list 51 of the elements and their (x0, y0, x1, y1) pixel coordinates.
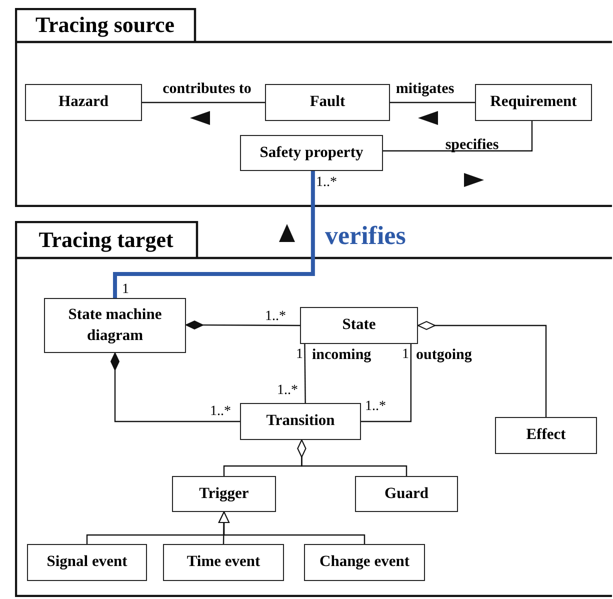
edge-label: verifies (325, 223, 406, 249)
multiplicity-label: 1 (122, 283, 129, 297)
class-box (172, 476, 276, 512)
role-label: outgoing (416, 348, 472, 363)
association-line (383, 121, 533, 152)
association-line (304, 344, 306, 403)
class-box (44, 298, 186, 353)
class-name: Transition (265, 411, 336, 432)
class-box (163, 544, 284, 581)
association-line (113, 171, 315, 298)
association-line (361, 344, 412, 422)
package-frame (15, 221, 612, 597)
class-box (27, 544, 147, 581)
multiplicity-label: 1..* (316, 176, 337, 190)
multiplicity-label: 1..* (265, 310, 286, 324)
class-box (240, 403, 361, 440)
multiplicity-label: 1..* (277, 384, 298, 398)
class-name: Guard (384, 484, 430, 504)
class-box (240, 135, 383, 171)
class-name: Fault (308, 92, 346, 112)
class-box (25, 84, 142, 121)
class-name: Hazard (58, 92, 110, 112)
class-box (300, 307, 418, 344)
multiplicity-label: 1..* (365, 400, 386, 414)
package-frame (15, 8, 612, 207)
class-name: Change event (318, 552, 410, 572)
class-box (495, 417, 597, 454)
multiplicity-label: 1 (402, 348, 409, 362)
class-name: Safety property (258, 142, 364, 163)
edge-label: mitigates (396, 82, 454, 97)
class-name: State machine diagram (67, 304, 163, 346)
class-box (475, 84, 592, 121)
association-line (390, 102, 475, 104)
connector-arrow (218, 512, 366, 544)
frame-title: Tracing source (34, 11, 176, 39)
frame-title: Tracing target (38, 226, 174, 254)
multiplicity-label: 1 (296, 348, 303, 362)
class-name: Time event (186, 552, 262, 572)
class-box (265, 84, 390, 121)
class-name: Trigger (198, 484, 250, 504)
class-name: Signal event (46, 552, 128, 572)
role-label: incoming (312, 348, 372, 363)
edge-label: contributes to (162, 82, 252, 97)
class-name: State (341, 315, 377, 336)
edge-label: specifies (445, 138, 499, 153)
association-line (142, 102, 265, 104)
class-box (355, 476, 458, 512)
class-name: Effect (525, 425, 567, 446)
class-name: Requirement (489, 92, 578, 112)
class-box (304, 544, 425, 581)
multiplicity-label: 1..* (210, 405, 231, 419)
